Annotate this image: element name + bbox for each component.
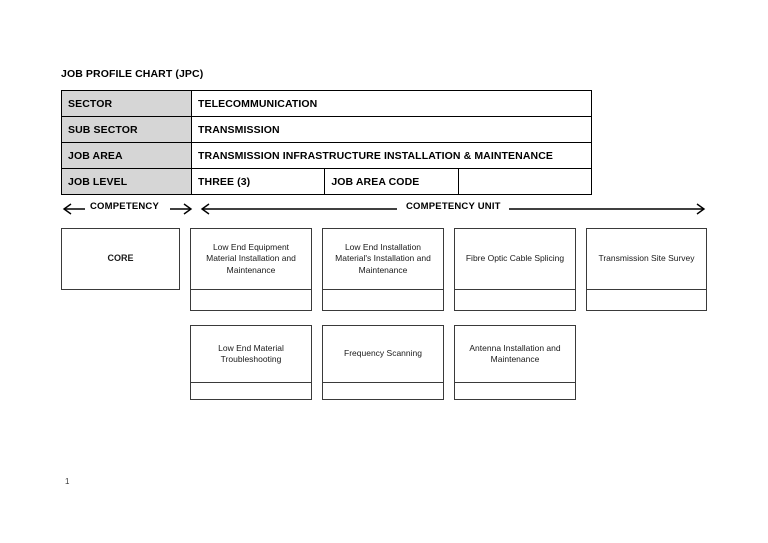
competency-grid: CORE Low End Equipment Material Installa… <box>61 228 707 403</box>
job-info-table: SECTOR TELECOMMUNICATION SUB SECTOR TRAN… <box>61 90 593 195</box>
competency-right-arrow-icon <box>170 203 193 215</box>
row-value-job-area-code <box>457 168 593 195</box>
row-value-job-area: TRANSMISSION INFRASTRUCTURE INSTALLATION… <box>191 142 592 169</box>
competency-unit-box-fibre-optic-cable-splicing[interactable]: Fibre Optic Cable Splicing <box>454 228 576 311</box>
row-value-job-level: THREE (3) <box>190 168 326 195</box>
competency-box-core-label: CORE <box>107 253 134 264</box>
legend-label-competency: COMPETENCY <box>90 201 160 212</box>
table-row-sector: SECTOR TELECOMMUNICATION <box>61 90 592 117</box>
page-number: 1 <box>65 477 70 486</box>
competency-unit-left-arrow-icon <box>200 203 397 215</box>
legend-arrow-row: COMPETENCY COMPETENCY UNIT <box>61 200 707 218</box>
page-title: JOB PROFILE CHART (JPC) <box>61 68 204 80</box>
competency-unit-box-antenna-installation-and-maintenance[interactable]: Antenna Installation and Maintenance <box>454 325 576 400</box>
row-value-sub-sector: TRANSMISSION <box>191 116 592 143</box>
competency-unit-subcell[interactable] <box>455 289 575 310</box>
competency-unit-subcell[interactable] <box>323 382 443 399</box>
row-label-job-level: JOB LEVEL <box>61 168 192 195</box>
competency-unit-right-arrow-icon <box>509 203 706 215</box>
competency-unit-label: Low End Installation Material's Installa… <box>335 241 431 275</box>
row-label-sub-sector: SUB SECTOR <box>61 116 192 143</box>
row-value-sector: TELECOMMUNICATION <box>191 90 592 117</box>
table-row-job-area: JOB AREA TRANSMISSION INFRASTRUCTURE INS… <box>61 142 592 169</box>
competency-box-core[interactable]: CORE <box>61 228 180 290</box>
competency-unit-box-frequency-scanning[interactable]: Frequency Scanning <box>322 325 444 400</box>
legend-label-competency-unit: COMPETENCY UNIT <box>406 201 501 212</box>
competency-unit-label: Frequency Scanning <box>344 348 422 359</box>
table-row-sub-sector: SUB SECTOR TRANSMISSION <box>61 116 592 143</box>
competency-unit-subcell[interactable] <box>191 382 311 399</box>
competency-unit-label: Transmission Site Survey <box>598 253 695 264</box>
competency-unit-subcell[interactable] <box>587 289 706 310</box>
competency-unit-label: Fibre Optic Cable Splicing <box>465 253 565 264</box>
competency-left-arrow-icon <box>62 203 85 215</box>
competency-unit-subcell[interactable] <box>323 289 443 310</box>
competency-unit-label: Low End Equipment Material Installation … <box>206 241 296 275</box>
competency-unit-label: Low End Material Troubleshooting <box>218 342 284 365</box>
competency-unit-label: Antenna Installation and Maintenance <box>469 342 561 365</box>
competency-unit-box-low-end-installation-materials-installation-and-maintenance[interactable]: Low End Installation Material's Installa… <box>322 228 444 311</box>
competency-unit-subcell[interactable] <box>455 382 575 399</box>
table-row-job-level: JOB LEVEL THREE (3) JOB AREA CODE <box>61 168 593 195</box>
row-label-job-area: JOB AREA <box>61 142 192 169</box>
competency-unit-box-low-end-equipment-material-installation-and-maintenance[interactable]: Low End Equipment Material Installation … <box>190 228 312 311</box>
row-label-job-area-code: JOB AREA CODE <box>324 168 459 195</box>
legend-arrows-svg <box>62 203 706 215</box>
competency-unit-subcell[interactable] <box>191 289 311 310</box>
competency-unit-box-low-end-material-troubleshooting[interactable]: Low End Material Troubleshooting <box>190 325 312 400</box>
competency-unit-box-transmission-site-survey[interactable]: Transmission Site Survey <box>586 228 707 311</box>
row-label-sector: SECTOR <box>61 90 192 117</box>
